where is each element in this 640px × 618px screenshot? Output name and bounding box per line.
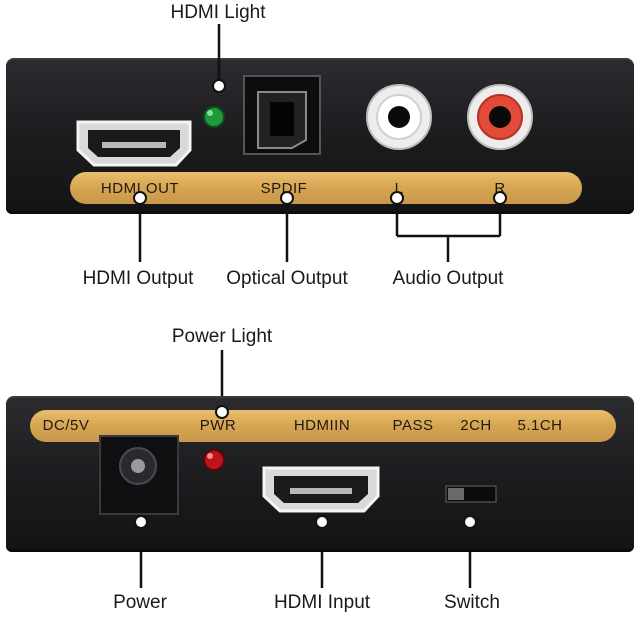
strip-label-5-1ch: 5.1CH	[517, 417, 563, 434]
spdif-marker	[280, 191, 294, 205]
rca-right-jack	[467, 84, 533, 150]
strip-label-pass: PASS	[392, 417, 434, 434]
strip-label-2ch: 2CH	[460, 417, 492, 434]
strip-label-dc: DC/5V	[42, 417, 90, 434]
strip-label-r: R	[494, 180, 506, 197]
power-light-callout: Power Light	[171, 326, 273, 347]
audio-r-marker	[493, 191, 507, 205]
hdmi-input-callout: HDMI Input	[273, 592, 371, 613]
strip-label-spdif: SPDIF	[260, 180, 308, 197]
switch-callout: Switch	[444, 592, 500, 613]
hdmi-in-marker	[315, 515, 329, 529]
hdmi-output-callout: HDMI Output	[82, 268, 194, 289]
rca-left-jack	[366, 84, 432, 150]
hdmi-output-port	[76, 120, 192, 167]
power-jack-marker	[134, 515, 148, 529]
audio-output-callout: Audio Output	[392, 268, 504, 289]
hdmi-light-marker	[212, 79, 226, 93]
audio-l-marker	[390, 191, 404, 205]
power-callout: Power	[113, 592, 167, 613]
strip-label-hdmi-in: HDMIIN	[293, 417, 351, 434]
power-light-marker	[215, 405, 229, 419]
hdmi-out-marker	[133, 191, 147, 205]
optical-output-port	[243, 75, 321, 155]
hdmi-light-callout: HDMI Light	[170, 2, 266, 23]
switch-marker	[463, 515, 477, 529]
strip-label-hdmi-out: HDMI OUT	[100, 180, 180, 197]
strip-label-l: L	[394, 180, 404, 197]
optical-output-callout: Optical Output	[226, 268, 348, 289]
strip-label-pwr: PWR	[199, 417, 237, 434]
hdmi-light-led	[203, 106, 225, 128]
